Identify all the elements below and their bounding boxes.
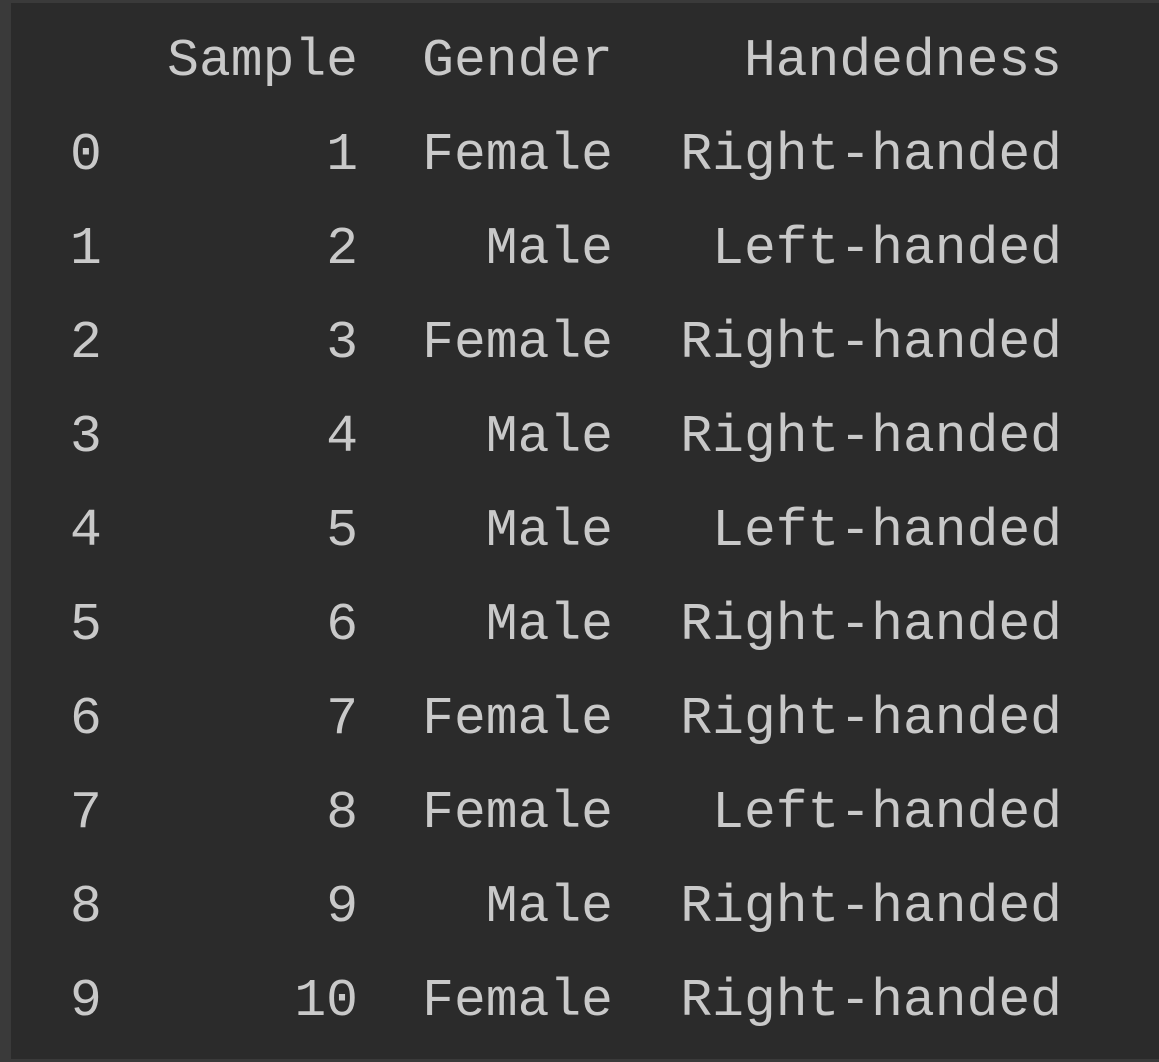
table-row: 4 5 Male Left-handed <box>0 484 1159 578</box>
handedness-cell: Left-handed <box>712 783 1062 843</box>
handedness-cell: Right-handed <box>680 689 1062 749</box>
sample-cell: 9 <box>326 877 358 937</box>
row-index: 7 <box>70 783 102 843</box>
row-index: 8 <box>70 877 102 937</box>
handedness-cell: Right-handed <box>680 125 1062 185</box>
row-index: 1 <box>70 219 102 279</box>
sample-cell: 4 <box>326 407 358 467</box>
table-row: 9 10 Female Right-handed <box>0 954 1159 1048</box>
gender-cell: Male <box>485 407 613 467</box>
handedness-cell: Right-handed <box>680 877 1062 937</box>
sample-cell: 3 <box>326 313 358 373</box>
sample-cell: 6 <box>326 595 358 655</box>
sample-cell: 1 <box>326 125 358 185</box>
gender-cell: Female <box>422 313 613 373</box>
gutter-border <box>0 0 11 1062</box>
handedness-cell: Right-handed <box>680 407 1062 467</box>
handedness-cell: Left-handed <box>712 219 1062 279</box>
table-row: 6 7 Female Right-handed <box>0 672 1159 766</box>
column-header-handedness: Handedness <box>743 31 1062 91</box>
table-row: 7 8 Female Left-handed <box>0 766 1159 860</box>
column-header-sample: Sample <box>167 31 358 91</box>
table-row: 0 1 Female Right-handed <box>0 108 1159 202</box>
row-index: 0 <box>70 125 102 185</box>
table-row: 5 6 Male Right-handed <box>0 578 1159 672</box>
header-row: Sample Gender Handedness <box>0 14 1159 108</box>
handedness-cell: Right-handed <box>680 971 1062 1031</box>
sample-cell: 10 <box>294 971 358 1031</box>
gender-cell: Male <box>485 877 613 937</box>
row-index: 5 <box>70 595 102 655</box>
row-index: 6 <box>70 689 102 749</box>
gender-cell: Male <box>485 501 613 561</box>
sample-cell: 2 <box>326 219 358 279</box>
table-row: 3 4 Male Right-handed <box>0 390 1159 484</box>
row-index: 4 <box>70 501 102 561</box>
table-row: 1 2 Male Left-handed <box>0 202 1159 296</box>
table-row: 2 3 Female Right-handed <box>0 296 1159 390</box>
gender-cell: Male <box>485 595 613 655</box>
gender-cell: Female <box>422 689 613 749</box>
row-index: 3 <box>70 407 102 467</box>
sample-cell: 5 <box>326 501 358 561</box>
handedness-cell: Right-handed <box>680 313 1062 373</box>
sample-cell: 7 <box>326 689 358 749</box>
gender-cell: Female <box>422 971 613 1031</box>
table-row: 8 9 Male Right-handed <box>0 860 1159 954</box>
gender-cell: Male <box>485 219 613 279</box>
top-border <box>0 0 1159 3</box>
row-index: 9 <box>70 971 102 1031</box>
gender-cell: Female <box>422 125 613 185</box>
gender-cell: Female <box>422 783 613 843</box>
bottom-border <box>0 1059 1159 1062</box>
column-header-gender: Gender <box>422 31 613 91</box>
sample-cell: 8 <box>326 783 358 843</box>
row-index: 2 <box>70 313 102 373</box>
handedness-cell: Right-handed <box>680 595 1062 655</box>
handedness-cell: Left-handed <box>712 501 1062 561</box>
